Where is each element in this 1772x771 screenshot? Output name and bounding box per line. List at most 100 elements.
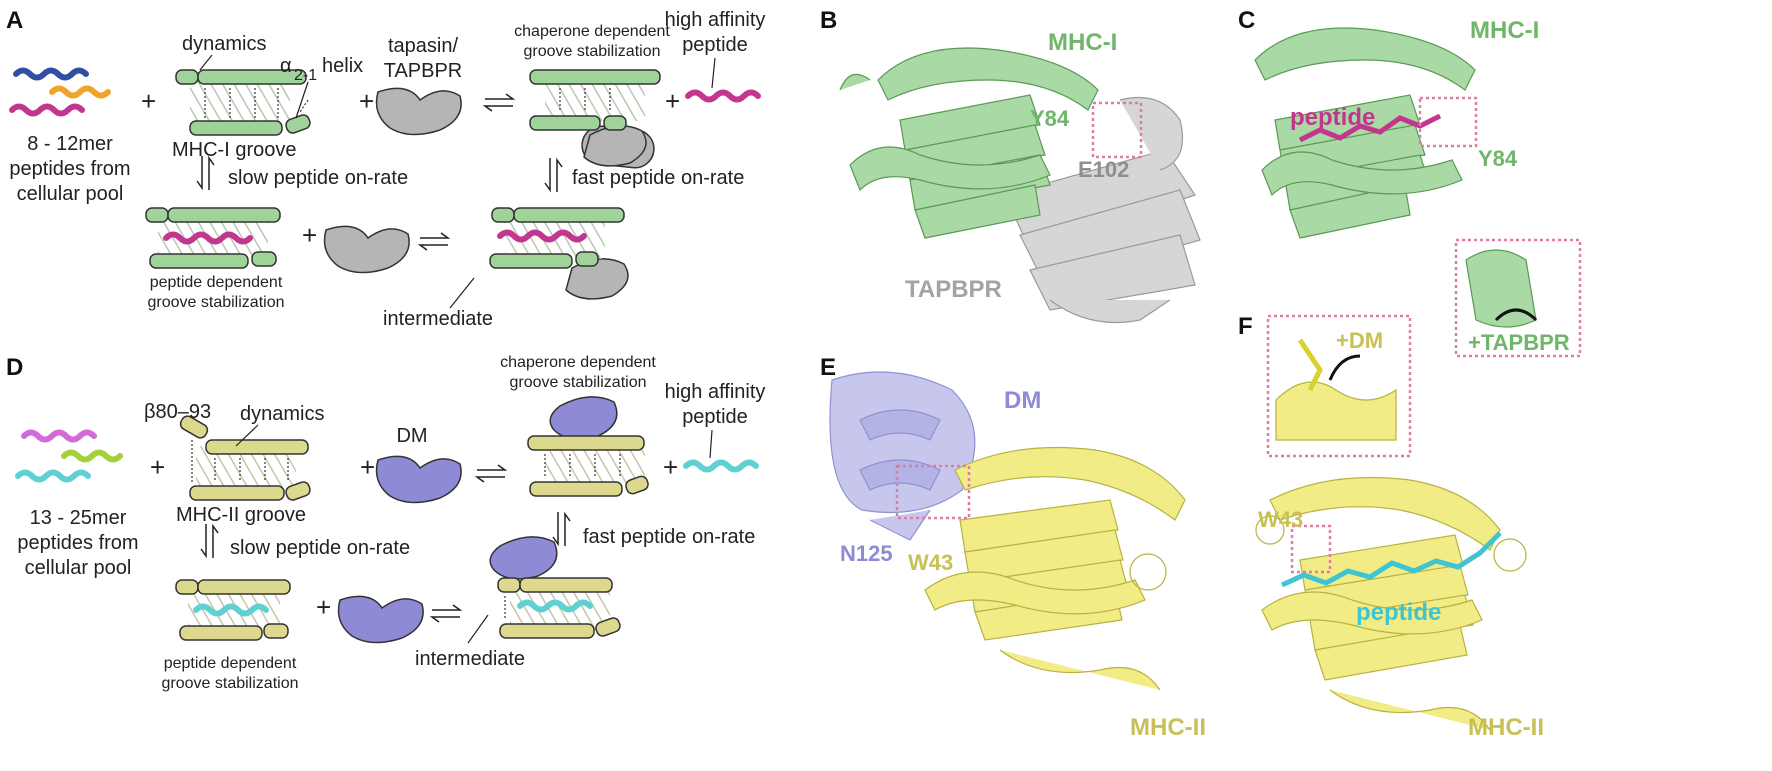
peptide-source-a-2: cellular pool: [17, 183, 124, 205]
peptide-length-a: 8 - 12mer: [27, 133, 113, 155]
panel-letter-a: A: [6, 7, 23, 34]
high-affinity-label-a-2: peptide: [682, 34, 748, 56]
interaction-box-f: [1290, 524, 1332, 574]
chaperone-stabilization-label-d-1: chaperone dependent: [500, 354, 656, 371]
tapbpr-inset-label: +TAPBPR: [1468, 330, 1570, 355]
peptide-source-d-2: cellular pool: [25, 557, 132, 579]
mhc2-chaperone-complex: [527, 396, 649, 497]
peptide-stabilization-label-d-2: groove stabilization: [162, 675, 299, 692]
high-affinity-peptide-a: [685, 89, 761, 103]
chaperone-label-2: TAPBPR: [384, 60, 463, 82]
helix-label-word: helix: [322, 55, 363, 77]
panel-a: A 8 - 12mer peptides from cellular pool …: [6, 7, 765, 330]
interaction-box-c: [1418, 96, 1478, 148]
peptide-source-d-1: peptides from: [17, 532, 138, 554]
plus-sign: +: [150, 452, 165, 482]
mhc2-label-e: MHC-II: [1130, 714, 1206, 741]
panel-letter-d: D: [6, 354, 23, 381]
mhc1-structure-c: [1254, 27, 1476, 239]
high-affinity-peptide-d: [683, 459, 759, 473]
panel-b: B MHC-I Y84 E102 TAPBPR: [820, 7, 1201, 324]
panel-letter-f: F: [1238, 313, 1253, 340]
chaperone-stabilization-label-d-2: groove stabilization: [510, 374, 647, 391]
peptide-squiggle-violet: [21, 429, 97, 443]
mhc1-label-c: MHC-I: [1470, 17, 1539, 44]
tapbpr-structure: [1004, 96, 1201, 324]
equilibrium-arrow: [482, 93, 516, 112]
plus-sign: +: [663, 452, 678, 482]
mhc1-groove-label: MHC-I groove: [172, 139, 296, 161]
plus-sign: +: [302, 220, 317, 250]
mhc2-label-f: MHC-II: [1468, 714, 1544, 741]
dynamics-label-a: dynamics: [182, 33, 266, 55]
panel-e: E DM N125 W43 MHC-II: [820, 354, 1206, 741]
tapbpr-blob: [375, 87, 462, 136]
tapbpr-label-b: TAPBPR: [905, 276, 1002, 303]
dm-label-e: DM: [1004, 387, 1041, 414]
mhc2-groove-empty: [179, 415, 311, 501]
plus-sign: +: [316, 592, 331, 622]
intermediate-label-a: intermediate: [383, 308, 493, 330]
plus-sign: +: [359, 86, 374, 116]
mhc2-groove-label: MHC-II groove: [176, 504, 306, 526]
mhc1-label-b: MHC-I: [1048, 29, 1117, 56]
peptide-sticks-f: [1280, 531, 1502, 588]
dm-label-d: DM: [396, 425, 427, 447]
inset-arrow-f: [1328, 354, 1361, 381]
interaction-box-b: [1091, 101, 1143, 159]
inset-arrow-c: [1494, 308, 1538, 322]
peptide-source-a-1: peptides from: [9, 158, 130, 180]
beta-label-d: β80–93: [144, 401, 211, 423]
panel-letter-b: B: [820, 7, 837, 34]
panel-letter-e: E: [820, 354, 836, 381]
peptide-stabilization-label-a-2: groove stabilization: [148, 294, 285, 311]
high-affinity-label-d-2: peptide: [682, 406, 748, 428]
peptide-length-d: 13 - 25mer: [30, 507, 127, 529]
y84-label-c: Y84: [1478, 146, 1518, 171]
interaction-box-e: [895, 464, 971, 520]
dm-blob-free: [337, 595, 424, 644]
panel-f: F +DM W43 peptide MHC-II: [1238, 313, 1544, 741]
w43-label-f: W43: [1258, 507, 1303, 532]
mhc2-groove-loaded: [175, 579, 291, 641]
n125-label-e: N125: [840, 541, 893, 566]
fast-on-rate-label-d: fast peptide on-rate: [583, 526, 755, 548]
peptide-stabilization-label-d-1: peptide dependent: [164, 655, 297, 672]
slow-on-rate-label-a: slow peptide on-rate: [228, 167, 408, 189]
peptide-squiggle-lime: [61, 449, 123, 463]
equilibrium-arrow: [429, 604, 463, 623]
intermediate-label-d: intermediate: [415, 648, 525, 670]
high-affinity-label-a-1: high affinity: [665, 9, 766, 31]
peptide-squiggle-blue: [13, 67, 89, 81]
vertical-equilibrium-right: [552, 511, 571, 547]
mhc1-structure-b: [839, 47, 1099, 239]
peptide-squiggle-magenta: [9, 103, 85, 117]
dynamics-label-d: dynamics: [240, 403, 324, 425]
vertical-equilibrium-right: [544, 157, 563, 193]
peptide-label-f: peptide: [1356, 599, 1441, 626]
panel-d: D 13 - 25mer peptides from cellular pool…: [6, 354, 765, 692]
vertical-equilibrium-left: [196, 155, 215, 191]
dm-inset-label: +DM: [1336, 328, 1383, 353]
helix-label-sub: 2-1: [294, 67, 317, 84]
peptide-squiggle-cyan: [15, 469, 91, 483]
inset-helix-f: [1275, 381, 1397, 441]
inset-tryptophan-f: [1297, 338, 1323, 392]
high-affinity-label-d-1: high affinity: [665, 381, 766, 403]
dm-structure: [829, 371, 976, 541]
plus-sign: +: [360, 452, 375, 482]
slow-on-rate-label-d: slow peptide on-rate: [230, 537, 410, 559]
plus-sign: +: [141, 86, 156, 116]
mhc1-groove-loaded: [145, 207, 281, 269]
equilibrium-arrow: [417, 232, 451, 251]
tapbpr-blob-free: [323, 225, 410, 274]
helix-label-alpha: α: [280, 55, 292, 77]
mhc2-intermediate: [489, 536, 621, 639]
peptide-squiggle-orange: [49, 85, 111, 99]
mhc2-structure-e: [924, 446, 1186, 691]
peptide-sticks-c: [1298, 113, 1442, 143]
vertical-equilibrium-left: [200, 523, 219, 559]
mhc1-groove-empty: [175, 69, 311, 136]
chaperone-stabilization-label-a-2: groove stabilization: [524, 43, 661, 60]
